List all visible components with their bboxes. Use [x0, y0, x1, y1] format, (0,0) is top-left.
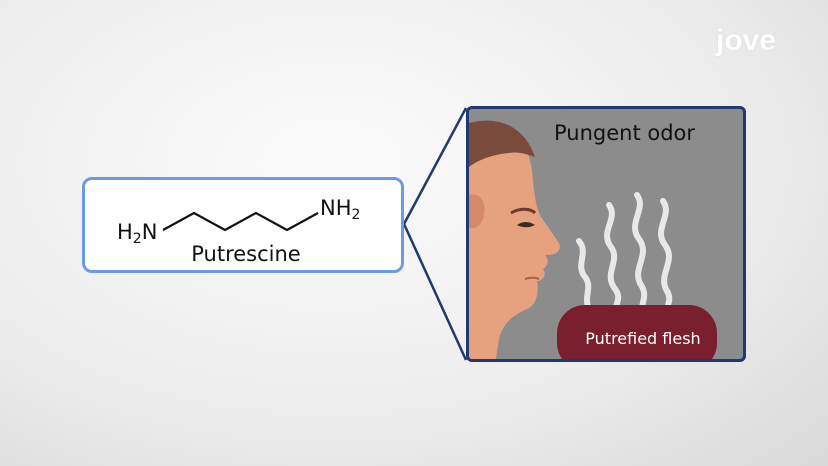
amine-group-right: NH2 — [320, 196, 361, 223]
ear — [469, 194, 485, 229]
molecule-card: H2N NH2 Putrescine — [82, 177, 404, 273]
hair — [469, 120, 535, 167]
molecule-name: Putrescine — [191, 242, 301, 266]
jove-logo: jove — [716, 24, 777, 57]
amine-group-left: H2N — [117, 220, 158, 247]
flesh-label: Putrefied flesh — [585, 329, 701, 348]
putrescine-structure — [162, 211, 319, 232]
putrefied-flesh-shape — [557, 305, 717, 359]
steam-wisps — [576, 192, 673, 316]
odor-scene: Pungent odor Putrefied flesh — [466, 106, 746, 362]
eyebrow — [510, 207, 537, 215]
eye — [517, 222, 535, 228]
scene-illustration — [469, 120, 717, 359]
scene-title: Pungent odor — [554, 121, 696, 145]
mouth — [524, 276, 540, 280]
face-profile — [469, 122, 560, 359]
